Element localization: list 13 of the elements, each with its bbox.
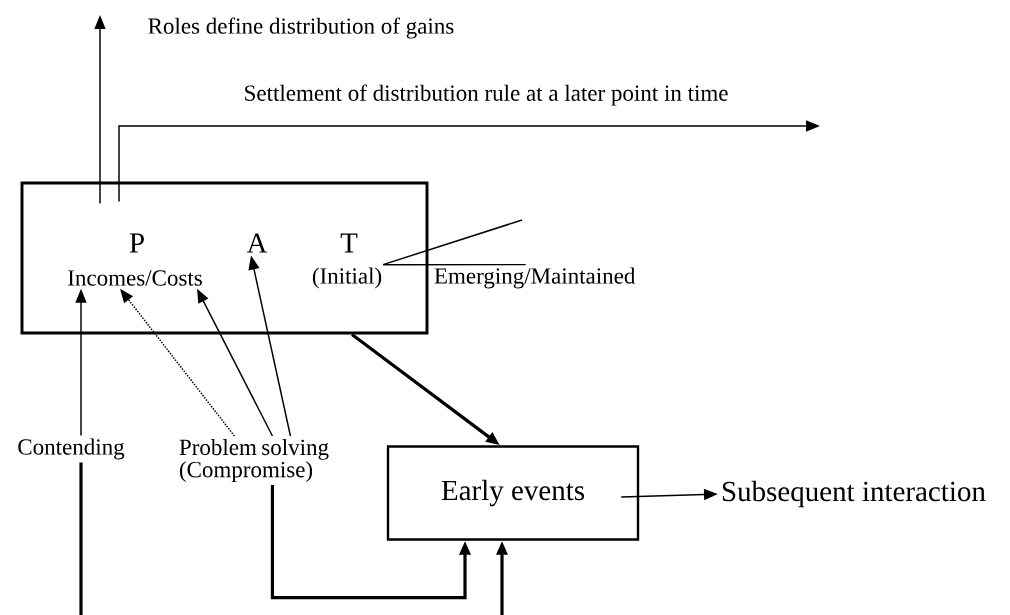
process-box: Early events — [386, 445, 640, 541]
item-label: (Initial) — [312, 267, 382, 289]
outcome-label: Subsequent interaction — [722, 480, 986, 508]
letter-label: T — [340, 233, 358, 253]
edge-label: Roles define distribution of gains — [148, 17, 454, 39]
letter-label: P — [129, 233, 144, 253]
process-box — [20, 181, 429, 335]
edge-label: Settlement of distribution rule at a later point in time — [245, 84, 728, 106]
item-label: Emerging/Maintained — [434, 267, 636, 289]
strategy-label: Contending — [18, 438, 125, 460]
item-label: Incomes/Costs — [68, 270, 202, 286]
letter-label: A — [246, 233, 268, 253]
strategy-label: Problem solving (Compromise) — [179, 438, 329, 483]
